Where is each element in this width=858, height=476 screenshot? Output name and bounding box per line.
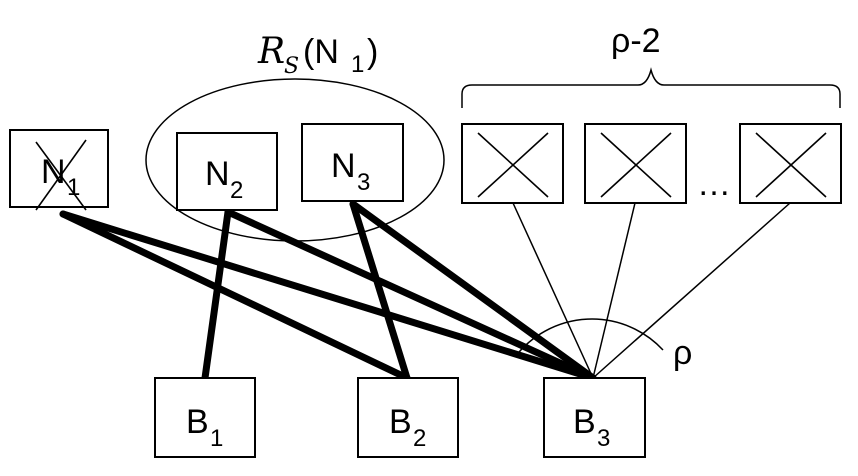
node-b3-label: B [573, 403, 596, 441]
rs-open: (N [303, 33, 339, 71]
angle-arc [514, 318, 664, 358]
edge-n2-b3 [224, 208, 597, 382]
rho-minus-2-brace [461, 67, 841, 108]
edge-n3-b3 [349, 200, 597, 382]
node-n2: N 2 [176, 132, 278, 211]
edge-n1-b3 [59, 210, 597, 382]
node-n3: N 3 [301, 123, 404, 202]
cross-mark [755, 132, 827, 198]
edge-n2-b1 [201, 208, 232, 382]
node-b3: B 3 [543, 377, 646, 458]
node-b3-subscript: 3 [597, 425, 610, 452]
node-n1-subscript: 1 [67, 174, 80, 201]
node-b1: B 1 [154, 377, 256, 458]
node-b1-label: B [186, 403, 209, 441]
node-n2-subscript: 2 [230, 177, 243, 204]
node-n3-label: N [331, 147, 356, 185]
rho-minus-2-label: ρ-2 [611, 22, 661, 60]
node-n2-label: N [205, 155, 230, 193]
edge-n1-b2 [59, 210, 411, 382]
node-b2-label: B [389, 403, 412, 441]
crossed-node-1 [461, 123, 564, 204]
edge-x1-b3 [512, 202, 594, 379]
rs-subscript: S [284, 54, 299, 79]
node-b2-subscript: 2 [413, 425, 426, 452]
node-n1: N 1 [9, 129, 109, 211]
cross-mark [477, 132, 549, 198]
node-b1-subscript: 1 [210, 425, 223, 452]
edge-x3-b3 [592, 202, 791, 379]
crossed-node-3 [739, 123, 842, 204]
rs-n1-label: R S (N 1 ) [257, 31, 378, 79]
rs-ellipse [145, 78, 445, 242]
cross-mark [600, 132, 672, 198]
rs-script-letter: R [257, 31, 285, 72]
rs-close: ) [367, 33, 378, 71]
ellipsis-dots: … [697, 165, 731, 203]
node-b2: B 2 [357, 377, 459, 458]
rs-open-subscript: 1 [351, 51, 364, 78]
node-n1-cross [35, 139, 87, 211]
edge-x2-b3 [592, 202, 636, 379]
rho-angle-label: ρ [673, 334, 692, 372]
crossed-node-2 [584, 123, 687, 204]
node-n3-subscript: 3 [357, 169, 370, 196]
